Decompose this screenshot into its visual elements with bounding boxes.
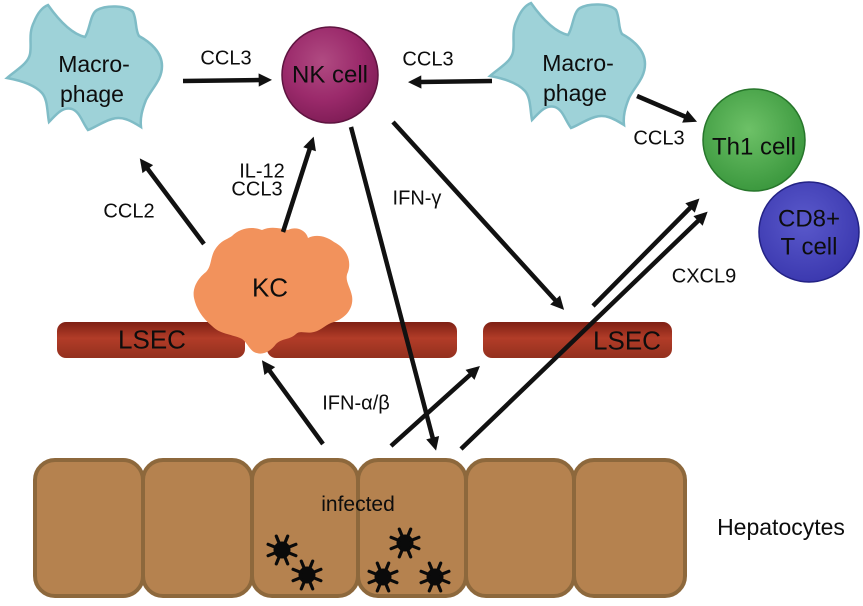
ccl3-th1-label: CCL3 bbox=[633, 127, 685, 150]
kupffer-cell-shape bbox=[193, 227, 353, 354]
il12-ccl3-label: CCL3 bbox=[231, 178, 283, 201]
arrow-ccl2-kc-to-macrophage bbox=[139, 158, 206, 246]
hepatocyte-cell bbox=[141, 458, 254, 598]
macrophage-right-shape bbox=[487, 1, 647, 130]
cxcl9-label: CXCL9 bbox=[671, 265, 737, 288]
arrow-ifn-gamma-nk-to-lsec bbox=[391, 120, 565, 310]
hepatocyte-cell bbox=[464, 458, 576, 598]
cd8-label-line2: T cell bbox=[780, 233, 838, 261]
arrow-cxcl9-hepatocyte-to-th1 bbox=[459, 211, 708, 451]
macrophage-left-label-line1: Macro- bbox=[58, 50, 130, 77]
th1-cell-shape bbox=[702, 88, 806, 192]
ifn-gamma-label: IFN-γ bbox=[392, 187, 442, 210]
cd8-label-line1: CD8+ bbox=[777, 205, 841, 233]
hepatocyte-cell-infected bbox=[356, 458, 468, 598]
arrow-nk-to-infected-hepatocyte bbox=[348, 126, 440, 451]
arrow-hepatocyte-to-lsec-gap-right bbox=[389, 365, 480, 448]
hepatocyte-cell bbox=[33, 458, 145, 598]
arrow-ccl3-macrophage-left-to-nk bbox=[182, 73, 272, 87]
arrow-ccl3-macrophage-right-to-th1 bbox=[636, 93, 698, 123]
cd8-t-cell-shape bbox=[758, 181, 860, 283]
macrophage-left-label-line2: phage bbox=[60, 80, 124, 107]
macrophage-right-label-line1: Macro- bbox=[542, 49, 614, 76]
arrow-il12-ccl3-kc-to-nk bbox=[280, 136, 316, 233]
il12-label: IL-12 bbox=[239, 160, 285, 183]
ccl3-right-label: CCL3 bbox=[402, 48, 454, 71]
nk-cell-label: NK cell bbox=[291, 61, 369, 89]
lsec-left-label: LSEC bbox=[118, 324, 186, 355]
hepatocytes-label: Hepatocytes bbox=[717, 513, 845, 540]
macrophage-right-label-line2: phage bbox=[543, 79, 607, 106]
arrow-ifn-alpha-beta-hepatocyte-to-lsec-gap-left bbox=[261, 360, 325, 446]
ifn-alpha-beta-label: IFN-α/β bbox=[322, 392, 390, 415]
lsec-bar-left bbox=[57, 322, 245, 358]
th1-cell-label: Th1 cell bbox=[711, 133, 797, 161]
arrow-ccl3-macrophage-right-to-nk bbox=[408, 75, 493, 89]
infected-label: infected bbox=[321, 492, 395, 516]
lsec-right-label: LSEC bbox=[593, 325, 661, 356]
nk-cell-shape bbox=[281, 26, 379, 124]
arrow-cxcl9-lsec-to-th1 bbox=[591, 198, 700, 308]
ccl2-label: CCL2 bbox=[103, 200, 155, 223]
ccl3-left-label: CCL3 bbox=[200, 47, 252, 70]
macrophage-left-shape bbox=[4, 3, 164, 132]
kc-label: KC bbox=[251, 272, 289, 303]
hepatocyte-cell bbox=[572, 458, 687, 598]
